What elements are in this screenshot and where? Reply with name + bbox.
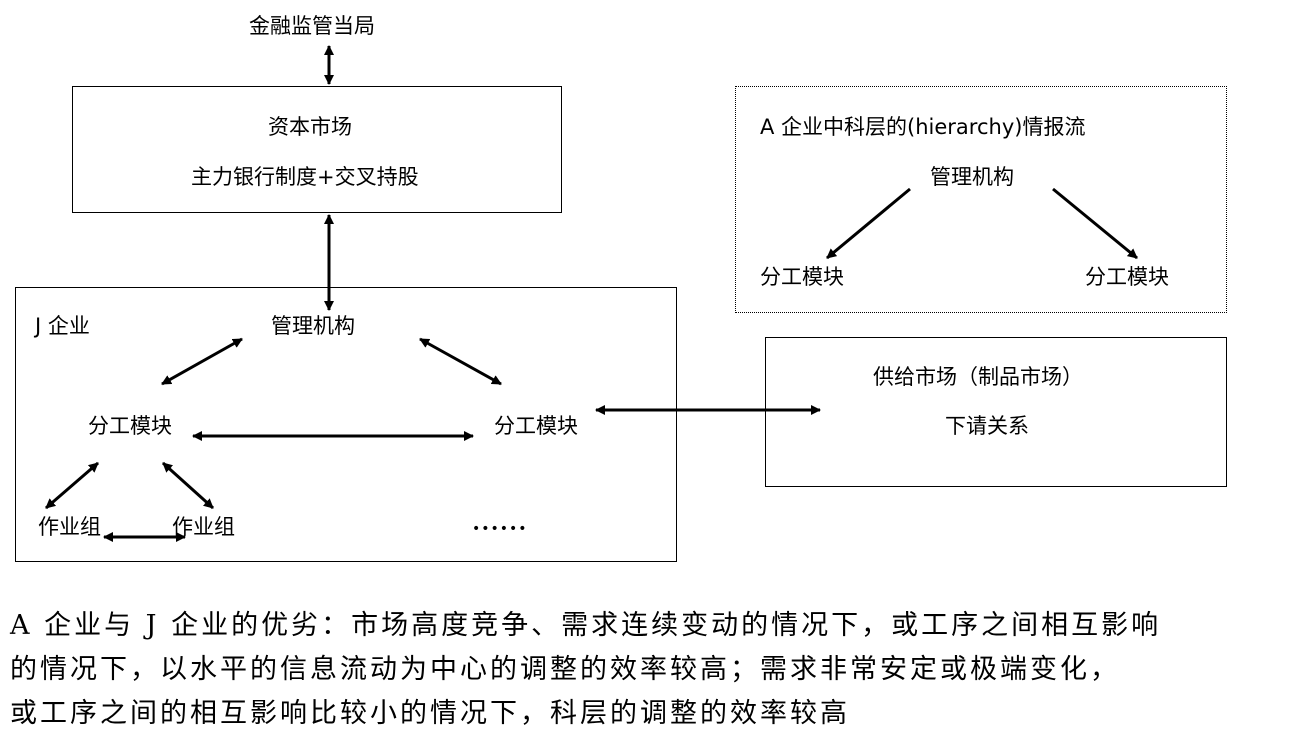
a-firm-title: A 企业中科层的(hierarchy)情报流 xyxy=(760,115,1086,139)
arrow-jmgmt-module-left xyxy=(161,337,243,386)
arrow-module-group-left xyxy=(45,461,99,510)
a-firm-module-left: 分工模块 xyxy=(760,265,844,289)
capital-market-box xyxy=(72,86,562,213)
a-firm-management: 管理机构 xyxy=(930,165,1014,189)
caption-line-2: 的情况下，以水平的信息流动为中心的调整的效率较高；需求非常安定或极端变化， xyxy=(10,654,1120,685)
arrow-module-group-right xyxy=(161,461,215,510)
capital-market-subtitle: 主力银行制度+交叉持股 xyxy=(191,165,419,189)
j-firm-work-group-right: 作业组 xyxy=(172,515,235,539)
j-firm-label: J 企业 xyxy=(35,314,90,338)
arrow-amgmt-module-right xyxy=(1052,187,1138,260)
j-firm-box xyxy=(15,287,677,562)
caption-line-3: 或工序之间的相互影响比较小的情况下，科层的调整的效率较高 xyxy=(10,698,850,729)
comparison-caption: A 企业与 J 企业的优劣：市场高度竞争、需求连续变动的情况下，或工序之间相互影… xyxy=(10,604,1290,736)
capital-market-title: 资本市场 xyxy=(268,115,352,139)
j-firm-management: 管理机构 xyxy=(271,314,355,338)
caption-line-1: A 企业与 J 企业的优劣：市场高度竞争、需求连续变动的情况下，或工序之间相互影… xyxy=(10,610,1162,641)
j-firm-module-left: 分工模块 xyxy=(88,414,172,438)
diagram-arrows xyxy=(45,45,1138,542)
arrow-jmgmt-module-right xyxy=(419,337,502,386)
regulator-label: 金融监管当局 xyxy=(249,14,375,38)
j-firm-ellipsis: •••••• xyxy=(472,521,528,537)
j-firm-module-right: 分工模块 xyxy=(494,414,578,438)
supply-market-title: 供给市场（制品市场） xyxy=(873,365,1083,389)
j-firm-work-group-left: 作业组 xyxy=(38,515,101,539)
supply-market-subtitle: 下请关系 xyxy=(945,414,1029,438)
a-firm-box xyxy=(735,86,1227,313)
arrow-amgmt-module-left xyxy=(826,187,911,260)
a-firm-module-right: 分工模块 xyxy=(1085,265,1169,289)
